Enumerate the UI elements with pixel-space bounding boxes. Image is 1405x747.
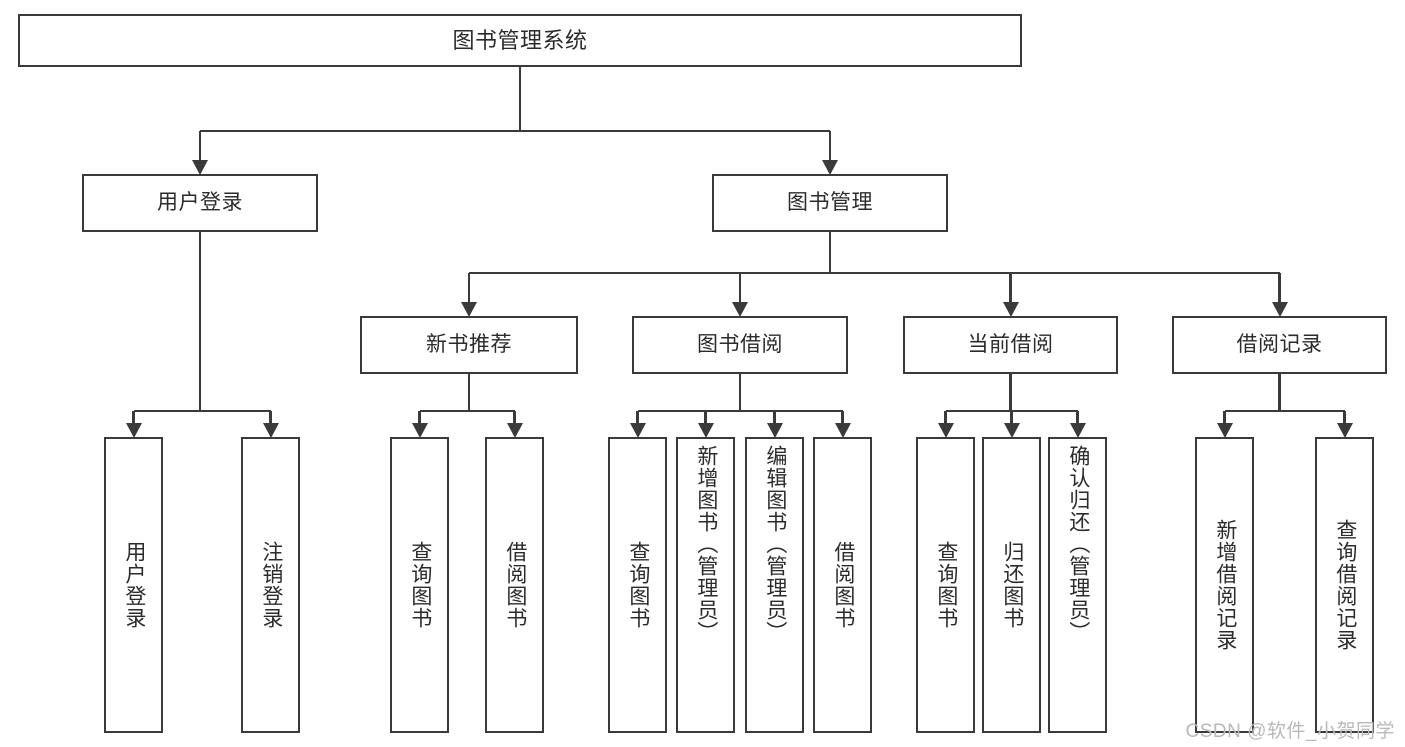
connector-arrowhead	[732, 302, 748, 317]
node-leaf-1[interactable]: 用户登录	[104, 437, 163, 733]
connector-arrowhead	[411, 423, 428, 438]
node-leaf-3[interactable]: 查询图书	[390, 437, 449, 733]
connector-drop	[1009, 273, 1012, 303]
connector-bus	[469, 271, 1280, 275]
connector-drop	[841, 411, 844, 424]
node-level3-3[interactable]: 当前借阅	[903, 316, 1118, 374]
connector-arrowhead	[192, 160, 208, 175]
node-leaf-2[interactable]: 注销登录	[241, 437, 300, 733]
connector-drop	[636, 411, 639, 424]
node-leaf-label: 新增图书（管理员）	[694, 445, 718, 643]
connector-bus	[637, 409, 843, 413]
node-level2-label: 用户登录	[157, 190, 243, 214]
connector-stem	[828, 232, 832, 273]
node-leaf-13[interactable]: 查询借阅记录	[1315, 437, 1374, 733]
connector-arrowhead	[629, 423, 646, 438]
connector-drop	[1010, 411, 1013, 424]
connector-arrowhead	[1002, 302, 1019, 317]
connector-arrowhead	[834, 423, 851, 438]
connector-drop	[513, 411, 516, 424]
connector-drop	[132, 411, 135, 424]
connector-bus	[133, 409, 271, 413]
connector-arrowhead	[1069, 423, 1086, 438]
node-leaf-label: 编辑图书（管理员）	[763, 445, 787, 643]
node-leaf-label: 新增借阅记录	[1213, 519, 1237, 651]
connector-arrowhead	[506, 423, 523, 438]
node-level2-label: 图书管理	[787, 190, 873, 214]
node-leaf-5[interactable]: 查询图书	[608, 437, 667, 733]
connector-arrowhead	[766, 423, 783, 438]
node-leaf-label: 查询图书	[626, 541, 650, 629]
node-leaf-7[interactable]: 编辑图书（管理员）	[745, 437, 804, 733]
node-leaf-label: 注销登录	[259, 541, 283, 629]
node-leaf-label: 查询借阅记录	[1333, 519, 1357, 651]
node-leaf-label: 归还图书	[1000, 541, 1024, 629]
node-level2-2[interactable]: 图书管理	[712, 174, 948, 232]
connector-arrowhead	[697, 423, 714, 438]
node-leaf-12[interactable]: 新增借阅记录	[1195, 437, 1254, 733]
node-leaf-8[interactable]: 借阅图书	[813, 437, 872, 733]
node-root-label: 图书管理系统	[452, 27, 588, 53]
node-level3-label: 图书借阅	[697, 332, 783, 356]
node-leaf-label: 借阅图书	[831, 541, 855, 629]
connector-drop	[467, 273, 471, 303]
node-leaf-9[interactable]: 查询图书	[916, 437, 975, 733]
connector-arrowhead	[822, 160, 838, 175]
connector-drop	[1278, 273, 1281, 303]
node-level3-1[interactable]: 新书推荐	[360, 316, 578, 374]
node-leaf-label: 借阅图书	[503, 541, 527, 629]
connector-arrowhead	[1003, 423, 1020, 438]
connector-stem	[467, 374, 471, 411]
connector-stem	[738, 374, 742, 411]
connector-drop	[704, 411, 707, 424]
connector-bus	[419, 409, 515, 413]
connector-arrowhead	[1271, 302, 1288, 317]
connector-bus	[1224, 409, 1345, 413]
node-leaf-6[interactable]: 新增图书（管理员）	[676, 437, 735, 733]
connector-arrowhead	[262, 423, 279, 438]
connector-drop	[1076, 411, 1079, 424]
node-leaf-label: 查询图书	[408, 541, 432, 629]
connector-drop	[1223, 411, 1226, 424]
connector-drop	[944, 411, 947, 424]
node-level3-label: 借阅记录	[1236, 332, 1323, 356]
connector-stem	[518, 67, 522, 131]
node-level2-1[interactable]: 用户登录	[82, 174, 318, 232]
node-level3-4[interactable]: 借阅记录	[1172, 316, 1387, 374]
node-level3-label: 当前借阅	[967, 332, 1054, 356]
connector-drop	[773, 411, 776, 424]
connector-drop	[738, 273, 742, 303]
node-leaf-label: 确认归还（管理员）	[1066, 445, 1090, 643]
node-leaf-label: 用户登录	[122, 541, 146, 629]
node-root-book-management-system[interactable]: 图书管理系统	[18, 14, 1022, 67]
connector-drop	[198, 131, 202, 161]
node-level3-label: 新书推荐	[426, 332, 512, 356]
connector-stem	[1009, 374, 1012, 411]
connector-bus	[200, 129, 830, 133]
connector-drop	[1343, 411, 1346, 424]
node-leaf-11[interactable]: 确认归还（管理员）	[1048, 437, 1107, 733]
connector-drop	[418, 411, 421, 424]
connector-arrowhead	[1336, 423, 1353, 438]
node-level3-2[interactable]: 图书借阅	[632, 316, 848, 374]
connector-arrowhead	[125, 423, 142, 438]
connector-arrowhead	[1216, 423, 1233, 438]
connector-drop	[828, 131, 832, 161]
node-leaf-10[interactable]: 归还图书	[982, 437, 1041, 733]
connector-stem	[1278, 374, 1281, 411]
connector-arrowhead	[461, 302, 477, 317]
connector-stem	[198, 232, 202, 411]
node-leaf-label: 查询图书	[934, 541, 958, 629]
connector-arrowhead	[937, 423, 954, 438]
node-leaf-4[interactable]: 借阅图书	[485, 437, 544, 733]
connector-drop	[269, 411, 272, 424]
